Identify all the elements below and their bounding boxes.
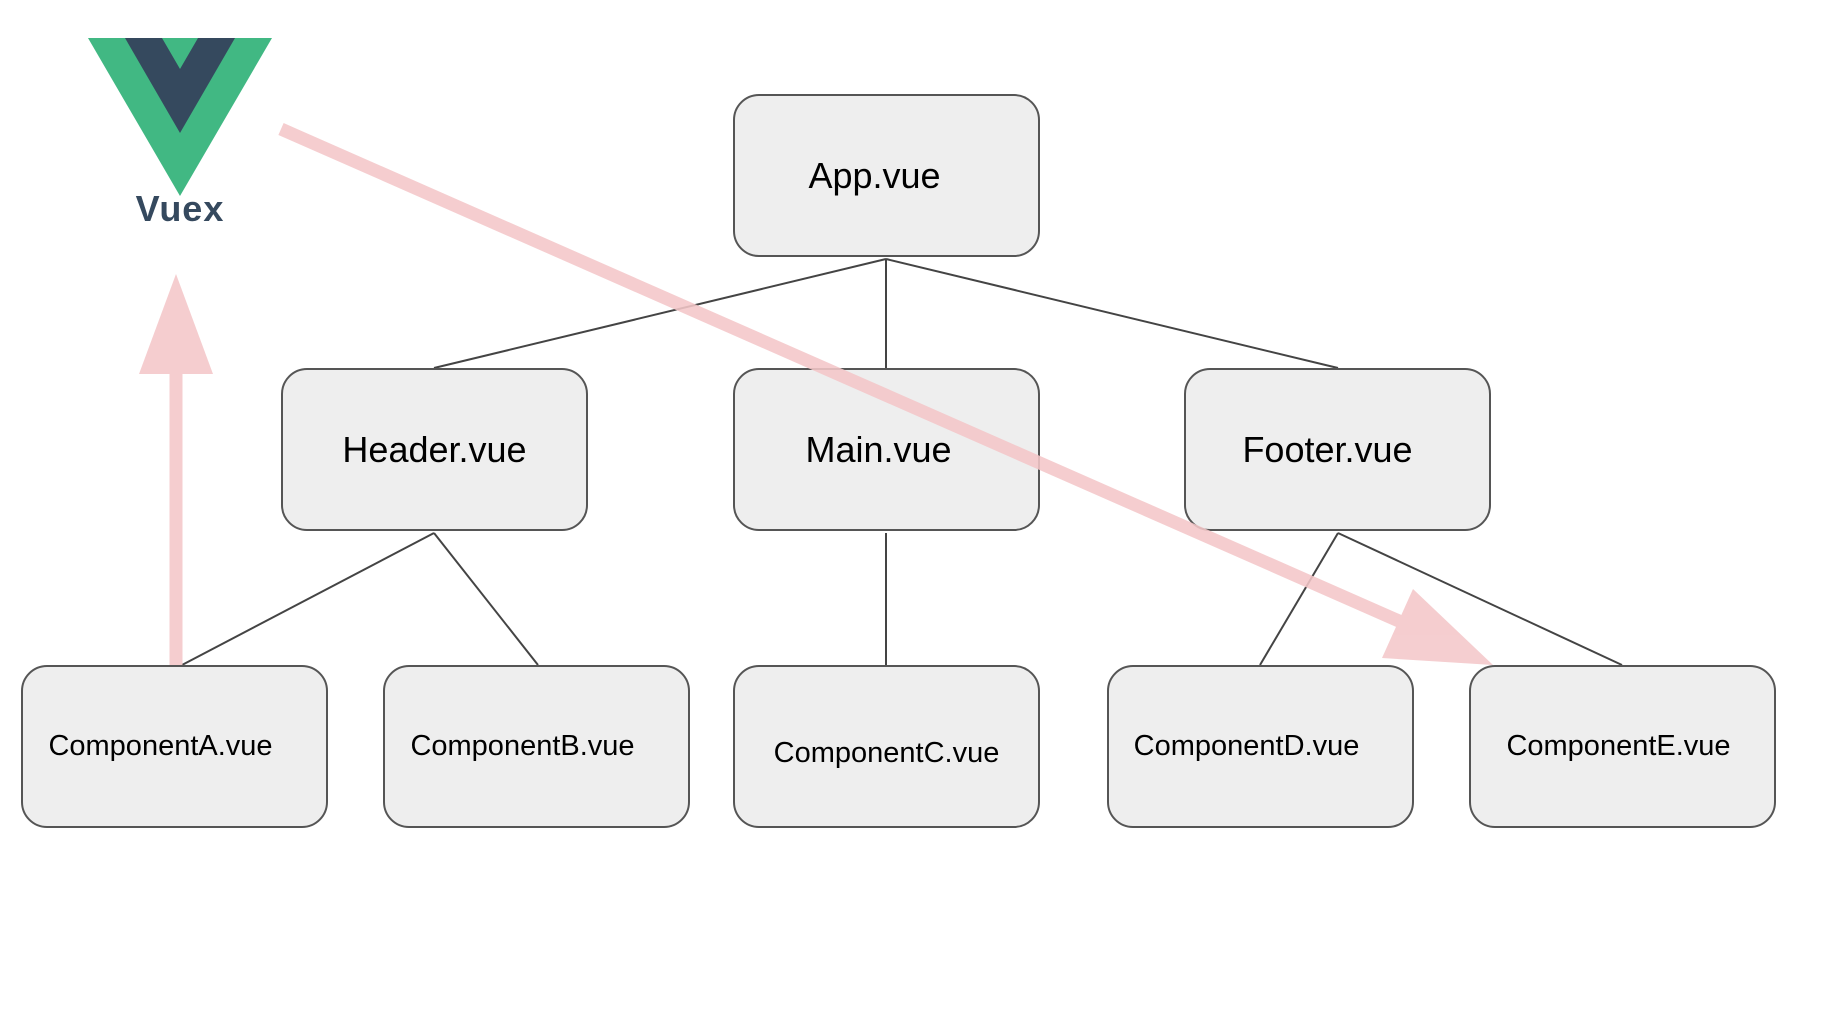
node-label: Header.vue <box>342 428 527 470</box>
node-label: ComponentE.vue <box>1506 730 1731 762</box>
node-component-d-vue: ComponentD.vue <box>1107 665 1414 828</box>
node-label: App.vue <box>808 154 941 196</box>
edge-footer-compE <box>1337 532 1623 666</box>
node-main-vue: Main.vue <box>733 368 1040 531</box>
node-label: Main.vue <box>805 428 952 470</box>
edge-footer-compD <box>1259 532 1339 666</box>
edge-header-compB <box>433 532 539 666</box>
node-footer-vue: Footer.vue <box>1184 368 1491 531</box>
node-component-e-vue: ComponentE.vue <box>1469 665 1776 828</box>
flow-arrowhead-up <box>139 274 213 374</box>
node-app-vue: App.vue <box>733 94 1040 257</box>
node-label: ComponentD.vue <box>1133 730 1360 762</box>
edge-header-compA <box>181 532 435 666</box>
edge-app-footer <box>885 258 1339 369</box>
flow-arrow-vuex-to-compE <box>278 123 1411 631</box>
node-label: ComponentA.vue <box>48 730 273 762</box>
node-header-vue: Header.vue <box>281 368 588 531</box>
node-component-a-vue: ComponentA.vue <box>21 665 328 828</box>
node-label: ComponentB.vue <box>410 730 635 762</box>
vuex-logo-text: Vuex <box>135 188 225 229</box>
node-label: Footer.vue <box>1242 428 1413 470</box>
edge-app-header <box>433 258 887 369</box>
node-component-c-vue: ComponentC.vue <box>733 665 1040 828</box>
vuex-logo-icon <box>88 38 272 196</box>
flow-arrowhead-diagonal <box>1382 589 1493 665</box>
node-component-b-vue: ComponentB.vue <box>383 665 690 828</box>
node-label: ComponentC.vue <box>773 737 1000 769</box>
